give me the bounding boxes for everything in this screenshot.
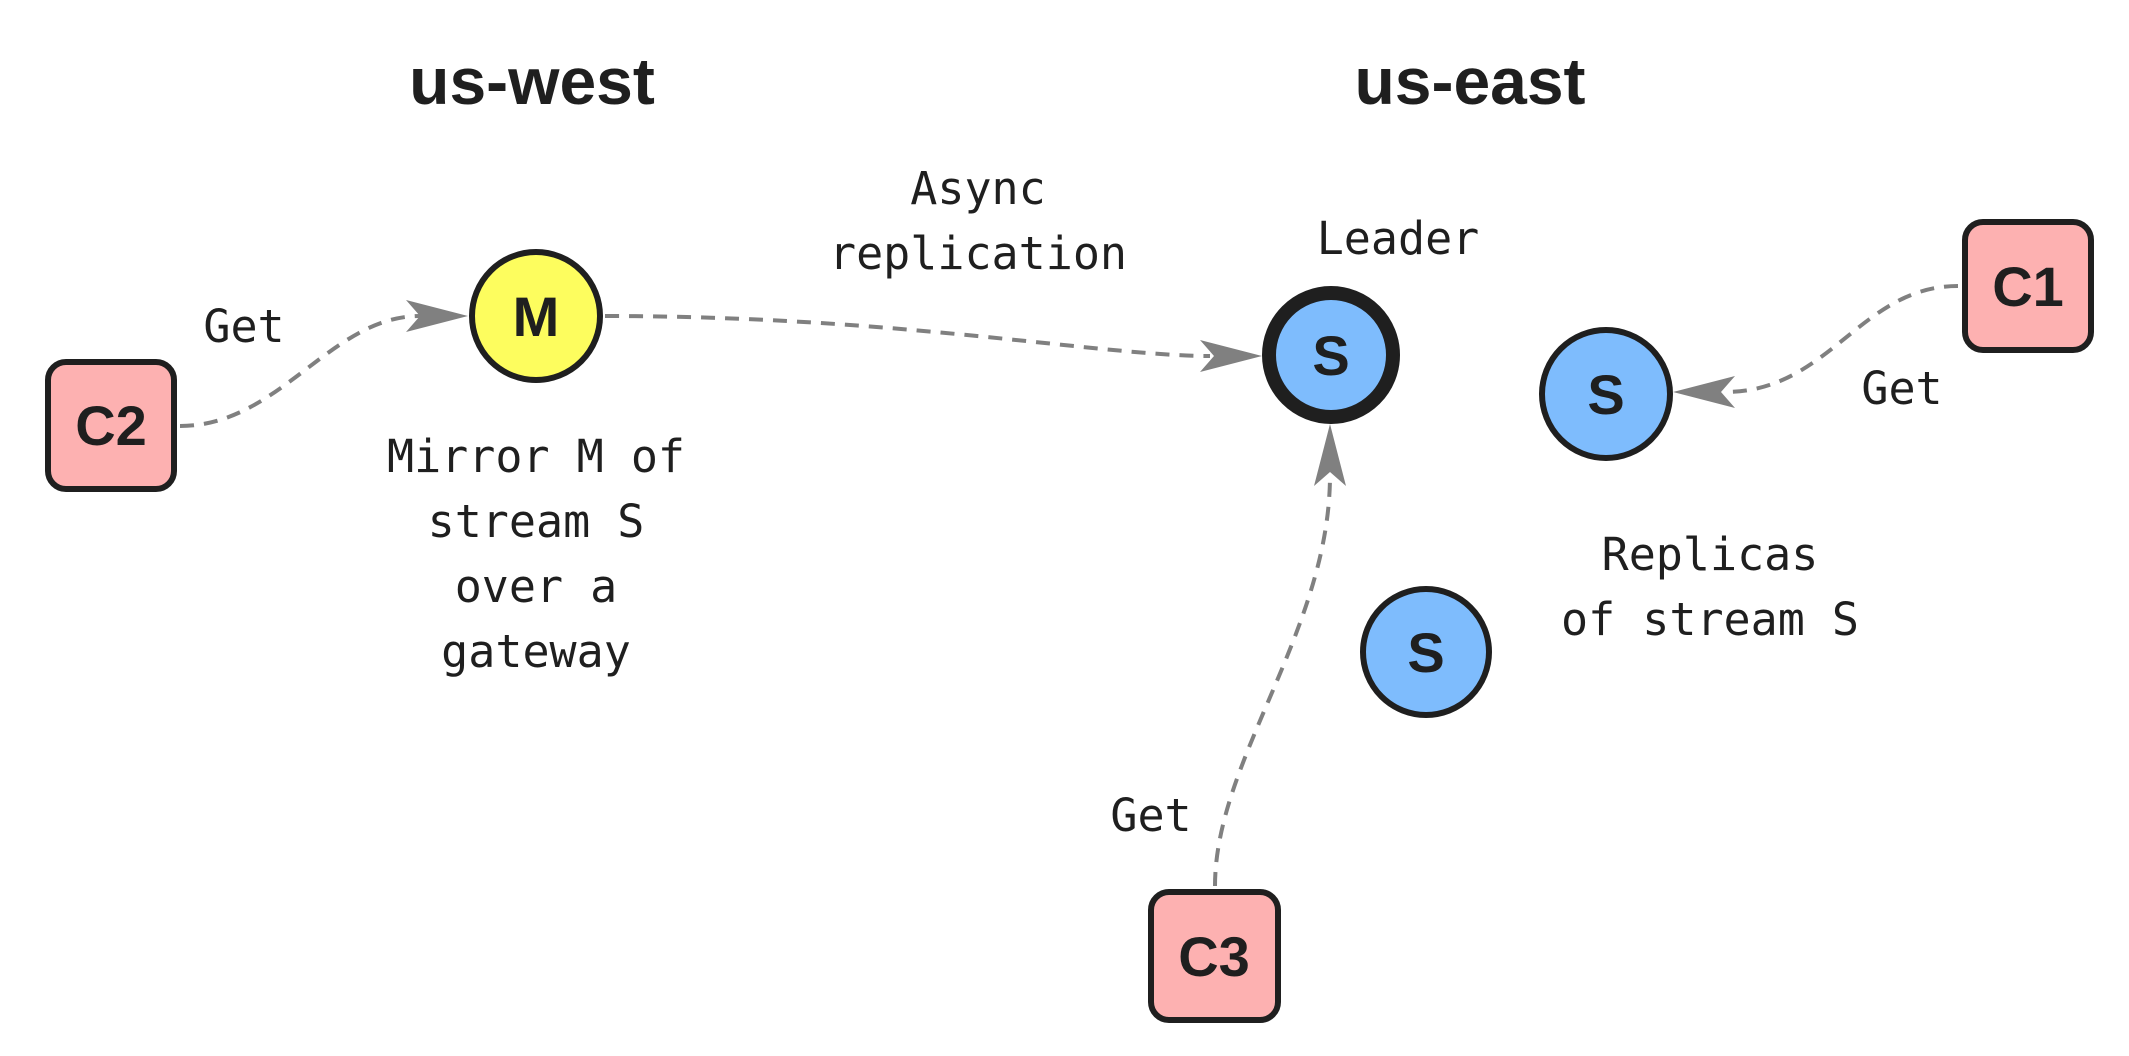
- edge-c2-to-mirror: [179, 300, 468, 428]
- edge-mirror-to-leader: [604, 314, 1262, 372]
- mirror-description-line4: gateway: [441, 625, 631, 678]
- mirror-node: M: [469, 249, 603, 383]
- mirror-description-line3: over a: [455, 560, 618, 613]
- replica-stream-node-top-label: S: [1587, 363, 1624, 426]
- leader-stream-node-label: S: [1312, 324, 1349, 387]
- mirror-description-line2: stream S: [428, 495, 645, 548]
- replica-stream-node-top: S: [1539, 327, 1673, 461]
- replica-stream-node-bottom-circle: [1360, 586, 1492, 718]
- region-us-west-heading: us-west: [409, 44, 655, 118]
- client-c2-node: C2: [45, 359, 177, 492]
- edge-c3-to-leader-line: [1213, 474, 1332, 887]
- leader-stream-node: S: [1262, 286, 1400, 424]
- edge-c3-to-leader-arrowhead: [1314, 424, 1346, 486]
- mirror-description: Mirror M of stream S over a gateway: [387, 430, 685, 678]
- edge-c1-to-replica-arrowhead: [1673, 376, 1735, 408]
- region-us-east-heading: us-east: [1354, 44, 1585, 118]
- async-replication-label-line1: Async: [910, 162, 1045, 215]
- client-c2-node-box: [45, 359, 177, 492]
- replicas-description-line2: of stream S: [1561, 593, 1859, 646]
- mirror-node-label: M: [513, 285, 560, 348]
- edge-mirror-to-leader-arrowhead: [1200, 340, 1262, 372]
- mirror-node-circle: [469, 249, 603, 383]
- edge-label-c1-get: Get: [1861, 362, 1942, 415]
- client-c3-node-label: C3: [1178, 925, 1250, 988]
- edge-label-c3-get: Get: [1110, 789, 1191, 842]
- client-c2-node-label: C2: [75, 394, 147, 457]
- replicas-description-line1: Replicas: [1602, 528, 1819, 581]
- edge-c1-to-replica: [1673, 284, 1959, 408]
- edge-c3-to-leader: [1213, 424, 1346, 887]
- replica-stream-node-bottom-label: S: [1407, 621, 1444, 684]
- leader-stream-node-circle: [1262, 286, 1400, 424]
- client-c1-node: C1: [1962, 219, 2094, 353]
- replica-stream-node-top-circle: [1539, 327, 1673, 461]
- edge-label-c2-get: Get: [203, 300, 284, 353]
- replica-stream-node-bottom: S: [1360, 586, 1492, 718]
- edge-mirror-to-leader-line: [604, 314, 1211, 358]
- leader-label: Leader: [1317, 212, 1480, 265]
- edge-c2-to-mirror-line: [179, 314, 421, 428]
- mirror-description-line1: Mirror M of: [387, 430, 685, 483]
- async-replication-label-line2: replication: [829, 227, 1127, 280]
- edge-c1-to-replica-line: [1724, 284, 1959, 394]
- replicas-description: Replicas of stream S: [1561, 528, 1859, 646]
- client-c1-node-box: [1962, 219, 2094, 353]
- client-c3-node-box: [1148, 889, 1281, 1023]
- client-c3-node: C3: [1148, 889, 1281, 1023]
- edge-c2-to-mirror-arrowhead: [406, 300, 468, 332]
- client-c1-node-label: C1: [1992, 255, 2064, 318]
- async-replication-label: Async replication: [829, 162, 1127, 280]
